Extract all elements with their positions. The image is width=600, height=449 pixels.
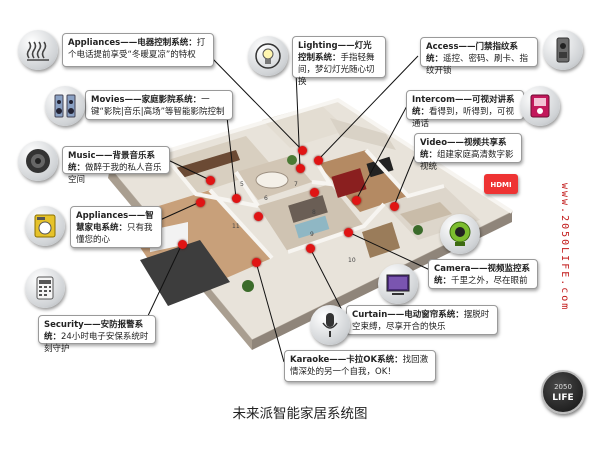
washing-machine-icon (25, 206, 65, 246)
callout-curtain[interactable]: Curtain——电动窗帘系统：摆脱时空束缚，尽享开合的快乐 (346, 305, 498, 335)
callout-title: Karaoke——卡拉OK系统： (290, 355, 403, 365)
logo-line2: LIFE (552, 393, 573, 403)
callout-title: Security——安防报警系统： (44, 320, 144, 342)
hotspot-security[interactable] (177, 239, 187, 249)
callout-access[interactable]: Access——门禁指纹系统：遥控、密码、刷卡、指纹开锁 (420, 37, 538, 76)
callout-desc: 一键“影院|音乐|高场”等智能影院控制 (91, 95, 225, 117)
hotspot-intercom[interactable] (351, 195, 361, 205)
hotspot-curtain[interactable] (305, 243, 315, 253)
callout-video[interactable]: Video——视频共享系统：组建家庭高清数字影视统 (414, 133, 522, 172)
callout-title: Lighting——灯光控制系统： (298, 41, 372, 63)
callout-title: Video——视频共享系统： (420, 138, 507, 160)
fingerprint-lock-icon (543, 30, 583, 70)
callout-desc: 摆脱时空束缚，尽享开合的快乐 (352, 310, 490, 332)
callout-desc: 做醉于我的私人音乐空间 (68, 163, 162, 185)
intercom-phone-icon (520, 86, 560, 126)
hotspot-appliances[interactable] (297, 145, 307, 155)
motorized-curtain-icon (378, 264, 418, 304)
callout-appliances-control[interactable]: Appliances——电器控制系统：打个电话提前享受“冬暖夏凉”的特权 (62, 33, 214, 67)
hotspot-camera[interactable] (343, 227, 353, 237)
svg-text:HDMI: HDMI (490, 181, 511, 189)
loudspeaker-icon (18, 141, 58, 181)
heater-icon (18, 30, 58, 70)
room-number-8: 8 (312, 209, 316, 216)
light-bulb-icon (248, 36, 288, 76)
hotspot-video[interactable] (389, 201, 399, 211)
speakers-icon (45, 86, 85, 126)
brand-logo: 2050 LIFE (541, 370, 585, 414)
callout-title: Curtain——电动窗帘系统： (352, 310, 464, 320)
hotspot-music[interactable] (205, 175, 215, 185)
logo-line1: 2050 (554, 383, 572, 391)
callout-desc: 只有我懂您的心 (76, 223, 153, 245)
room-number-5: 5 (240, 181, 244, 188)
callout-title: Camera——视频监控系统： (434, 264, 531, 286)
hotspot-extra-1[interactable] (253, 211, 263, 221)
callout-title: Access——门禁指纹系统： (426, 42, 519, 64)
callout-security[interactable]: Security——安防报警系统：24小时电子安保系统时刻守护 (38, 315, 156, 354)
callout-title: Appliances——电器控制系统： (68, 38, 197, 48)
hotspot-movies[interactable] (231, 193, 241, 203)
callout-lighting[interactable]: Lighting——灯光控制系统：手指轻舞间，梦幻灯光随心切换 (292, 36, 386, 87)
callout-title: Appliances——智慧家电系统： (76, 211, 154, 233)
diagram-caption: 未来派智能家居系统图 (232, 406, 368, 422)
callout-title: Music——背景音乐系统： (68, 151, 156, 173)
callout-title: Movies——家庭影院系统： (91, 95, 202, 105)
callout-intercom[interactable]: Intercom——可视对讲系统：看得到，听得到，可视通话 (406, 90, 524, 129)
callout-desc: 手指轻舞间，梦幻灯光随心切换 (298, 53, 375, 87)
callout-title: Intercom——可视对讲系统： (412, 95, 515, 117)
hotspot-appliances-smart[interactable] (195, 197, 205, 207)
hotspot-karaoke[interactable] (251, 257, 261, 267)
callout-desc: 24小时电子安保系统时刻守护 (44, 332, 149, 354)
keypad-icon (25, 268, 65, 308)
callout-karaoke[interactable]: Karaoke——卡拉OK系统：找回激情深处的另一个自我，OK！ (284, 350, 436, 382)
room-number-6: 6 (264, 195, 268, 202)
callout-appliances-smart[interactable]: Appliances——智慧家电系统：只有我懂您的心 (70, 206, 162, 248)
hotspot-access[interactable] (313, 155, 323, 165)
hdmi-icon: HDMI (484, 174, 518, 194)
callout-camera[interactable]: Camera——视频监控系统：千里之外，尽在眼前 (428, 259, 538, 289)
callout-desc: 遥控、密码、刷卡、指纹开锁 (426, 54, 529, 76)
room-number-10: 10 (348, 257, 356, 264)
callout-music[interactable]: Music——背景音乐系统：做醉于我的私人音乐空间 (62, 146, 170, 185)
callout-desc: 打个电话提前享受“冬暖夏凉”的特权 (68, 38, 206, 60)
webcam-icon (440, 214, 480, 254)
site-url[interactable]: www.2050LIFE.com (559, 183, 570, 312)
room-number-11: 11 (232, 223, 240, 230)
callout-movies[interactable]: Movies——家庭影院系统：一键“影院|音乐|高场”等智能影院控制 (85, 90, 233, 120)
room-number-7: 7 (294, 181, 298, 188)
callout-desc: 组建家庭高清数字影视统 (420, 150, 514, 172)
microphone-icon (310, 305, 350, 345)
hotspot-extra-2[interactable] (309, 187, 319, 197)
callout-desc: 看得到，听得到，可视通话 (412, 107, 515, 129)
callout-desc: 找回激情深处的另一个自我，OK！ (290, 355, 429, 377)
callout-desc: 千里之外，尽在眼前 (451, 276, 528, 286)
hotspot-lighting[interactable] (295, 163, 305, 173)
room-number-9: 9 (310, 231, 314, 238)
